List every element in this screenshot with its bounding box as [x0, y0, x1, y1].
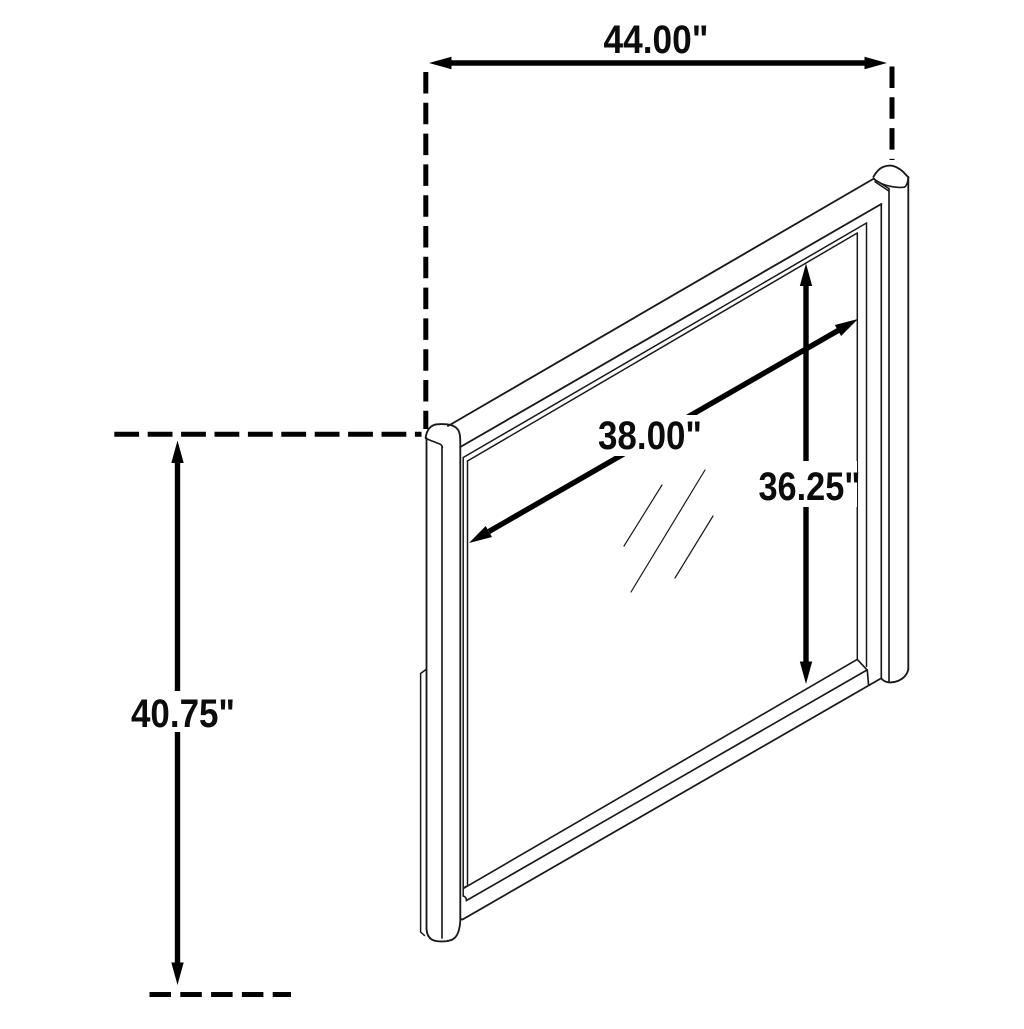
- svg-text:36.25": 36.25": [759, 465, 861, 509]
- svg-text:44.00": 44.00": [604, 18, 709, 62]
- svg-text:40.75": 40.75": [131, 692, 235, 736]
- svg-text:38.00": 38.00": [598, 414, 702, 458]
